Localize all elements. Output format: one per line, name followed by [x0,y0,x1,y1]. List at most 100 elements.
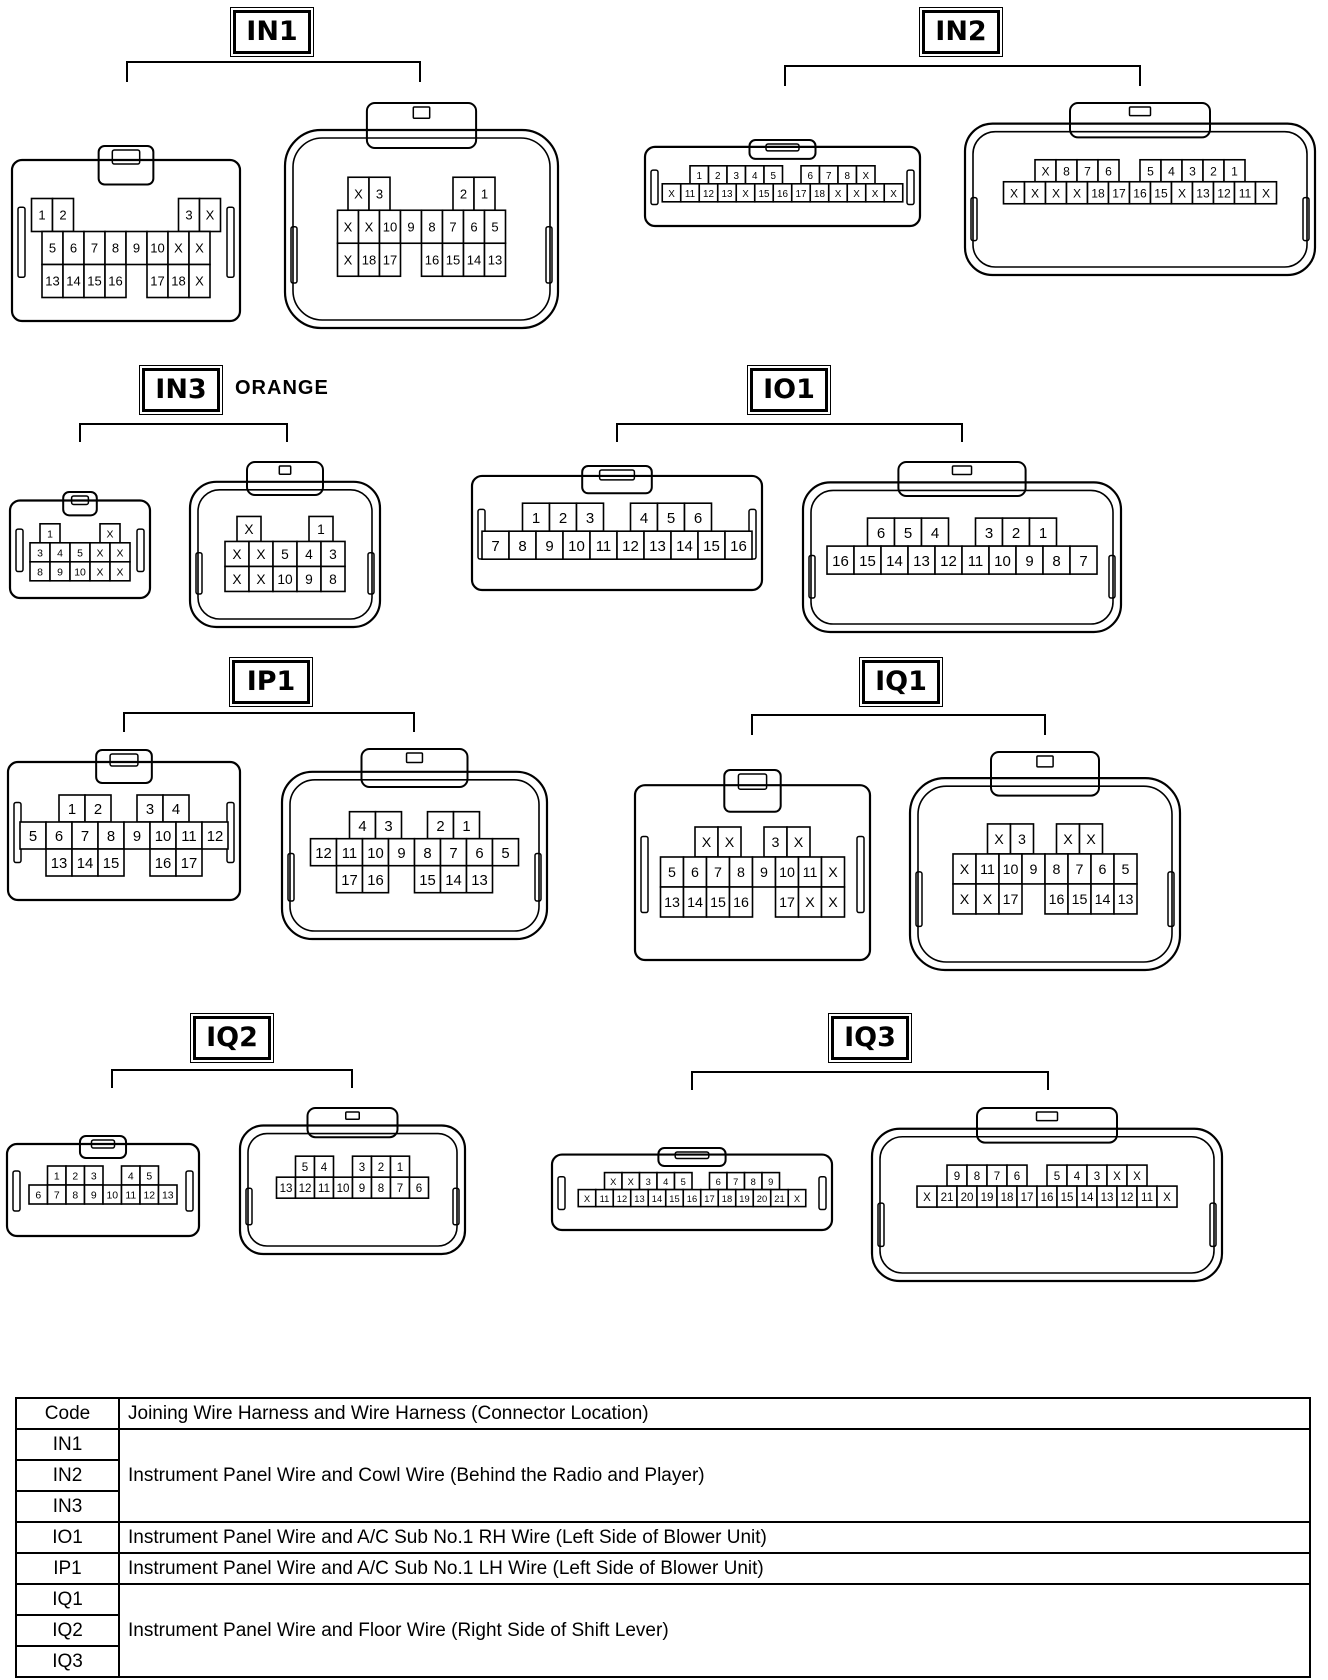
IP1-female-pin: 17 [335,864,364,894]
svg-text:3: 3 [384,819,392,835]
IP1-male-pin: 15 [97,848,125,877]
svg-text:1: 1 [1231,164,1238,178]
IN1-female-pin: 15 [441,242,465,278]
svg-text:3: 3 [359,1162,365,1174]
IQ1-male-pin: X [820,856,846,888]
IQ1-male-pin: 11 [797,856,823,888]
svg-text:6: 6 [70,241,77,256]
table-header-desc: Joining Wire Harness and Wire Harness (C… [118,1397,1311,1430]
svg-text:18: 18 [171,274,185,289]
svg-text:7: 7 [733,1177,738,1187]
svg-text:10: 10 [337,1183,350,1195]
svg-text:6: 6 [808,171,814,182]
IN3-female-pin: X [224,540,250,568]
IN2-female-pin: 11 [1233,180,1257,205]
IP1-male-pin: 9 [123,821,151,850]
svg-text:11: 11 [803,865,818,881]
svg-text:21: 21 [774,1194,784,1204]
IP1-male-pin: 6 [45,821,73,850]
svg-text:10: 10 [150,241,164,256]
svg-text:X: X [107,529,114,540]
IN3-female-pin: X [248,540,274,568]
svg-text:15: 15 [1072,892,1088,908]
IN3-male-pin: 3 [29,541,51,563]
IO1-female-pin: 5 [893,517,923,547]
IN1-male-pin: X [188,230,211,266]
IP1-female-pin: 4 [348,810,377,840]
IO1-male-pin: 1 [521,502,551,533]
table-code: IQ1 [15,1583,120,1616]
svg-text:5: 5 [668,865,676,881]
IQ1-female-pin: 15 [1067,883,1092,915]
IN3-male-pin: 8 [29,560,51,582]
IN2-female-pin: 8 [1055,158,1078,183]
IN1-male-pin: 14 [62,263,85,299]
IQ2-female-pin: 4 [313,1155,335,1178]
IQ2-male-pin: 11 [120,1184,141,1205]
svg-text:3: 3 [734,171,740,182]
IQ3-female-pin: 19 [976,1185,998,1208]
svg-text:4: 4 [1074,1171,1081,1183]
svg-text:14: 14 [66,274,80,289]
svg-text:4: 4 [57,548,63,559]
IN2-female-pin: 4 [1160,158,1183,183]
IN1-male-pin: X [188,263,211,299]
IQ1-male-pin: 15 [705,886,731,918]
svg-text:X: X [628,1177,635,1187]
svg-text:7: 7 [1079,553,1087,570]
svg-text:5: 5 [146,1172,152,1183]
IN1-male-pin: X [167,230,190,266]
IQ1-male-pin: 16 [728,886,754,918]
svg-text:X: X [1052,186,1060,200]
IQ1-female-pin: 13 [1113,883,1138,915]
IQ2-female-pin: 2 [370,1155,392,1178]
IP1-male-pin: 4 [162,794,190,823]
IN2-male-pin: X [661,183,682,203]
IQ3-female-pin: 14 [1076,1185,1098,1208]
IN2-male-pin: 17 [790,183,812,203]
svg-text:16: 16 [730,538,747,555]
IQ3-male-pin: 19 [734,1188,755,1208]
table-desc: Instrument Panel Wire and A/C Sub No.1 L… [118,1552,1311,1585]
IQ1-male-pin: 5 [659,856,685,888]
IN2-female-pin: 6 [1097,158,1120,183]
IN1-female-pin: 8 [420,209,444,245]
svg-text:X: X [828,895,838,911]
svg-text:7: 7 [91,241,98,256]
IN1-male-pin: 10 [146,230,169,266]
IP1-male-pin: 12 [201,821,229,850]
svg-text:10: 10 [155,829,172,845]
IQ3-male-pin: 7 [726,1171,746,1191]
IN2-female-pin: X [1044,180,1068,205]
IQ3-female-pin: 11 [1136,1185,1158,1208]
svg-text:13: 13 [1196,186,1210,200]
svg-text:3: 3 [37,548,43,559]
IN2-male-pin: 4 [744,165,765,185]
svg-text:15: 15 [859,553,876,570]
IN3-male-pin: X [109,541,131,563]
IO1-male-pin: 5 [656,502,686,533]
IO1-male-pin: 12 [616,530,645,561]
svg-text:9: 9 [1030,862,1038,878]
svg-text:7: 7 [994,1171,1000,1183]
IQ3-male-pin: 5 [673,1171,693,1191]
IN1-male-pin: 6 [62,230,85,266]
svg-text:X: X [794,1194,801,1204]
svg-text:17: 17 [796,189,807,200]
IQ3-female-pin: X [916,1185,938,1208]
IQ2-female-pin: 7 [389,1176,411,1199]
svg-text:X: X [983,892,993,908]
table-row: IN3 [15,1490,1310,1523]
IP1-female-pin: 11 [335,837,364,867]
svg-text:7: 7 [54,1191,60,1202]
IN1-male-pin: 9 [125,230,148,266]
svg-text:X: X [853,189,860,200]
IN2-female-pin: 17 [1107,180,1131,205]
IN3-female-pin: X [224,565,250,593]
svg-text:10: 10 [383,219,397,234]
IO1-female-pin: 14 [880,545,909,575]
